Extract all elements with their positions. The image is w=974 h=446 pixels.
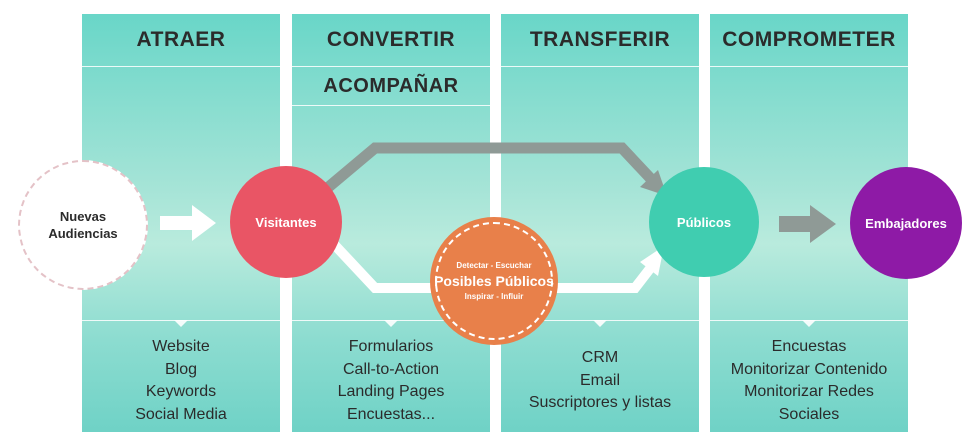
node-posibles-publicos: Detectar - Escuchar Posibles Públicos In… [430, 217, 558, 345]
list-item: Monitorizar Redes [744, 383, 874, 400]
list-item: Sociales [778, 405, 840, 423]
list-item: Social Media [135, 405, 227, 423]
node-label: Nuevas [59, 209, 107, 224]
stage-title: ATRAER [82, 14, 280, 67]
list-item: Landing Pages [337, 383, 445, 400]
notch-marker [174, 320, 188, 327]
stage-item-list: Website Blog Keywords Social Media [82, 336, 280, 426]
stage-item-list: Formularios Call-to-Action Landing Pages… [292, 336, 490, 426]
list-item: Formularios [348, 338, 434, 355]
node-visitantes: Visitantes [230, 166, 342, 278]
arrow-right-icon [160, 205, 216, 241]
list-item: Keywords [145, 383, 217, 400]
stage-title: CONVERTIR [292, 14, 490, 67]
node-publicos: Públicos [649, 167, 759, 277]
notch-marker [593, 320, 607, 327]
node-nuevas-audiencias: Nuevas Audiencias [18, 160, 148, 290]
list-item: Blog [164, 360, 198, 378]
stage-title: TRANSFERIR [501, 14, 699, 67]
list-item: Encuestas [771, 338, 847, 355]
gray-flow-path [321, 142, 657, 195]
stage-item-list: Encuestas Monitorizar Contenido Monitori… [710, 336, 908, 426]
notch-marker [802, 320, 816, 327]
notch-marker [384, 320, 398, 327]
node-label: Públicos [676, 214, 732, 230]
node-embajadores: Embajadores [850, 167, 962, 279]
node-label: Audiencias [48, 226, 118, 241]
list-item: Call-to-Action [342, 360, 440, 378]
stage-title: COMPROMETER [710, 14, 908, 67]
list-item: Encuestas... [346, 405, 436, 423]
stage-subtitle: ACOMPAÑAR [292, 67, 490, 106]
list-item: Monitorizar Contenido [730, 360, 888, 378]
arrow-right-icon [779, 205, 836, 243]
node-label: Embajadores [865, 215, 947, 231]
list-item: Website [152, 338, 210, 355]
list-item: CRM [581, 349, 619, 366]
node-inner-ring [435, 222, 553, 340]
list-item: Suscriptores y listas [528, 394, 672, 411]
stage-item-list: CRM Email Suscriptores y listas [501, 347, 699, 415]
list-item: Email [579, 371, 620, 389]
node-label: Visitantes [255, 214, 317, 230]
